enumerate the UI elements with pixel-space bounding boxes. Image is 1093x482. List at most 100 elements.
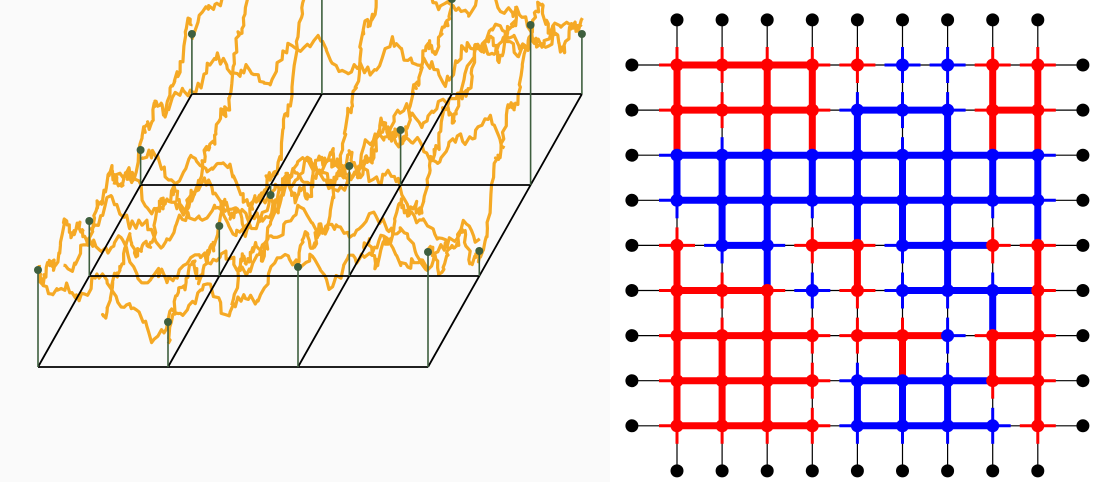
boundary-node-bottom (1031, 464, 1045, 478)
height-node (526, 21, 535, 29)
boundary-node-top (805, 13, 819, 27)
lattice-cluster-panel (610, 0, 1093, 482)
boundary-node-right (1076, 58, 1090, 72)
lattice-node (1031, 419, 1045, 433)
lattice-node (805, 58, 819, 72)
height-node (164, 318, 172, 326)
boundary-node-left (625, 238, 639, 252)
lattice-node (715, 329, 729, 343)
lattice-node (670, 148, 684, 162)
boundary-node-top (760, 13, 774, 27)
lattice-node (896, 329, 909, 343)
lattice-node (986, 374, 1000, 388)
lattice-node (896, 103, 909, 117)
boundary-nodes (625, 13, 1090, 478)
boundary-node-bottom (850, 464, 864, 478)
boundary-node-left (625, 58, 639, 72)
lattice-node (805, 284, 819, 297)
lattice-node (1031, 193, 1045, 207)
boundary-node-bottom (715, 464, 729, 478)
lattice-node (760, 374, 774, 388)
lattice-node (941, 329, 955, 343)
lattice-node (941, 419, 955, 433)
lattice-node (986, 193, 1000, 207)
lattice-node (670, 58, 684, 72)
boundary-node-left (625, 103, 639, 117)
lattice-node (760, 58, 774, 72)
lattice-node (760, 193, 774, 207)
lattice-node (896, 419, 909, 433)
lattice-node (760, 419, 774, 433)
height-node (396, 126, 405, 134)
lattice-node (1031, 148, 1045, 162)
boundary-node-top (1031, 13, 1045, 27)
height-node (34, 266, 42, 274)
lattice-node (986, 419, 1000, 433)
lattice-node (715, 58, 729, 72)
lattice-node (941, 374, 955, 388)
lattice-node (670, 193, 684, 207)
lattice-node (715, 148, 729, 162)
lattice-node (670, 374, 684, 388)
boundary-node-top (850, 13, 864, 27)
lattice-node (986, 148, 1000, 162)
boundary-node-right (1076, 238, 1090, 252)
boundary-node-top (986, 13, 1000, 27)
lattice-node (805, 148, 819, 162)
lattice-node (805, 374, 819, 388)
lattice-node (760, 103, 774, 117)
field-curve-back (426, 0, 584, 277)
boundary-node-left (625, 419, 639, 433)
lattice-node (760, 148, 774, 162)
lattice-node (896, 238, 909, 252)
lattice-node (896, 58, 909, 72)
lattice-node (941, 238, 955, 252)
grid-line-back (297, 93, 453, 368)
lattice-node (850, 148, 864, 162)
lattice-node (715, 419, 729, 433)
boundary-node-bottom (941, 464, 955, 478)
lattice-node (986, 238, 1000, 252)
field-curve-across (63, 203, 454, 285)
lattice-node (1031, 284, 1045, 297)
lattice-node (986, 103, 1000, 117)
lattice-node (1031, 58, 1045, 72)
lattice-node (941, 193, 955, 207)
lattice-node (715, 238, 729, 252)
height-node (266, 191, 275, 199)
boundary-node-right (1076, 374, 1090, 388)
lattice-node (941, 284, 955, 297)
boundary-node-top (715, 13, 729, 27)
lattice-node (670, 329, 684, 343)
lattice-node (850, 419, 864, 433)
lattice-node (805, 419, 819, 433)
field-curve-back (37, 16, 193, 287)
lattice-node (805, 238, 819, 252)
lattice-node (896, 374, 909, 388)
lattice-node (986, 58, 1000, 72)
grid-line-back (167, 93, 323, 368)
height-node (136, 146, 145, 154)
base-grid (37, 93, 583, 368)
field-curve-back (166, 0, 306, 345)
lattice-node (805, 193, 819, 207)
height-node (187, 30, 196, 38)
lattice-node (715, 284, 729, 297)
boundary-node-left (625, 284, 639, 297)
lattice-node (896, 193, 909, 207)
field-curve-back (362, 6, 518, 271)
lattice-node (760, 238, 774, 252)
boundary-node-right (1076, 284, 1090, 297)
lattice-node (850, 374, 864, 388)
lattice-node (896, 284, 909, 297)
left-background (0, 0, 610, 482)
boundary-node-bottom (670, 464, 684, 478)
boundary-node-bottom (896, 464, 909, 478)
boundary-node-left (625, 374, 639, 388)
boundary-node-right (1076, 329, 1090, 343)
lattice-node (850, 193, 864, 207)
lattice-node (986, 284, 1000, 297)
lattice-node (670, 419, 684, 433)
height-node (345, 162, 354, 170)
height-node (475, 247, 484, 255)
